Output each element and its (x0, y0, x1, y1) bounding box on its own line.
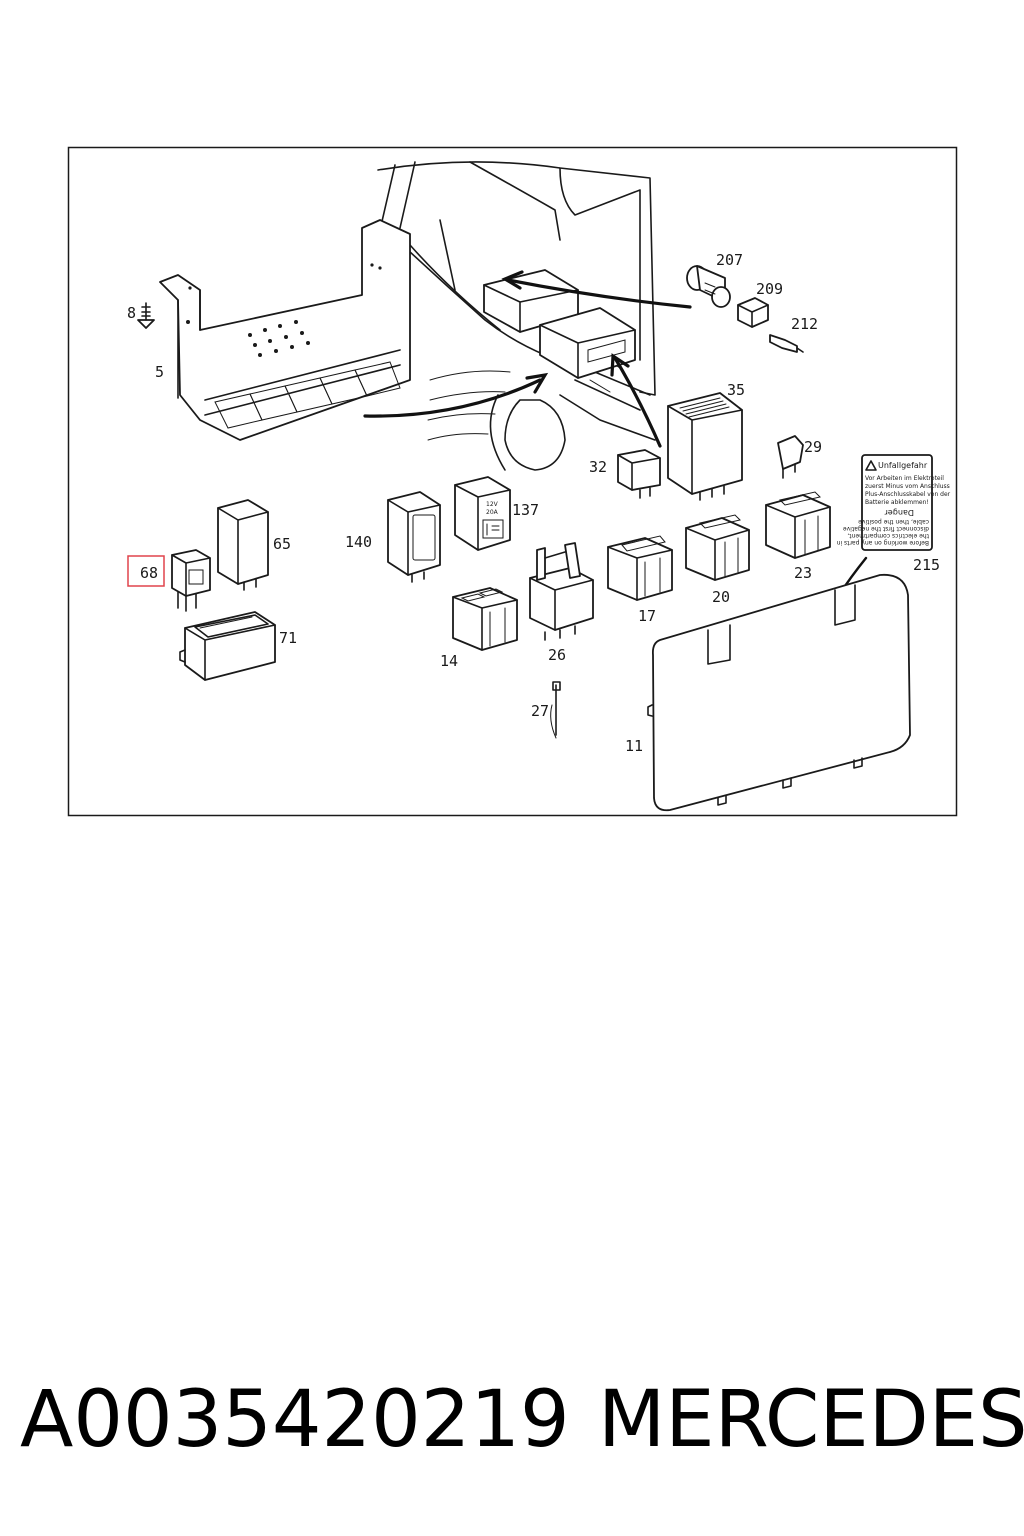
warning-title: Unfallgefahr (878, 461, 928, 470)
callout-212: 212 (791, 315, 818, 333)
warning-line-de-3: Plus-Anschlusskabel von der (865, 491, 951, 498)
part-23-relay (765, 491, 831, 559)
part-5-fuse-carrier (159, 219, 411, 441)
callout-71: 71 (279, 629, 297, 647)
part-32-relay (617, 449, 661, 499)
part-140-flasher (387, 491, 441, 583)
callout-26: 26 (548, 646, 566, 664)
callout-23: 23 (794, 564, 812, 582)
part-212-contact (769, 334, 804, 353)
part-71-socket (179, 611, 276, 681)
callout-8: 8 (127, 304, 136, 322)
part-27-wire (550, 681, 561, 739)
callout-14: 14 (440, 652, 458, 670)
part-68-micro-relay (171, 549, 211, 612)
part-8-screw (137, 302, 155, 329)
callout-20: 20 (712, 588, 730, 606)
callout-207: 207 (716, 251, 743, 269)
warning-line-en-3: disconnect first the negative (843, 525, 929, 532)
part-207-socket (686, 265, 731, 308)
callout-35: 35 (727, 381, 745, 399)
part-20-relay (685, 514, 750, 581)
part-65-relay (217, 499, 269, 591)
warning-line-de-1: Vor Arbeiten im Elektroteil (865, 475, 944, 482)
part-17-relay (607, 535, 673, 601)
warning-line-en-4: cable, then the positive (858, 518, 929, 525)
footer: A0035420219 MERCEDES (0, 1370, 1024, 1470)
callout-32: 32 (589, 458, 607, 476)
vehicle-outline (377, 161, 656, 471)
highlight-box-68 (127, 555, 165, 587)
callout-137: 137 (512, 501, 539, 519)
callout-27: 27 (531, 702, 549, 720)
part-11-cover (647, 573, 911, 812)
warning-line-de-4: Batterie abklemmen! (865, 499, 929, 506)
part-26-relay (529, 542, 594, 641)
diagram-frame (67, 146, 958, 817)
relay-137-voltage: 12V (486, 501, 499, 508)
callout-65: 65 (273, 535, 291, 553)
callout-17: 17 (638, 607, 656, 625)
warning-line-de-2: zuerst Minus vom Anschluss (865, 483, 950, 490)
callout-209: 209 (756, 280, 783, 298)
callout-68: 68 (140, 564, 158, 582)
callout-11: 11 (625, 737, 643, 755)
callout-140: 140 (345, 533, 372, 551)
callout-labels: 5 8 11 14 17 20 23 26 27 29 32 35 65 71 … (127, 251, 940, 755)
warning-footer: Danger (884, 508, 914, 517)
callout-215: 215 (913, 556, 940, 574)
brand-name: MERCEDES (598, 1375, 1024, 1465)
part-number: A0035420219 (20, 1375, 570, 1465)
part-14-relay (452, 587, 518, 651)
callout-29: 29 (804, 438, 822, 456)
part-137-relay: 12V 20A (454, 476, 511, 551)
part-29-fuse (777, 435, 804, 479)
relay-137-current: 20A (486, 509, 499, 516)
warning-line-en-1: Before working on any parts in (836, 539, 929, 546)
callout-5: 5 (155, 363, 164, 381)
part-215-warning-label: Unfallgefahr Vor Arbeiten im Elektroteil… (836, 454, 951, 551)
parts-diagram: Unfallgefahr Vor Arbeiten im Elektroteil… (67, 146, 958, 817)
part-209-connector (737, 297, 769, 328)
warning-line-en-2: the electrics compartment, (847, 532, 929, 539)
part-35-relay (667, 392, 743, 501)
